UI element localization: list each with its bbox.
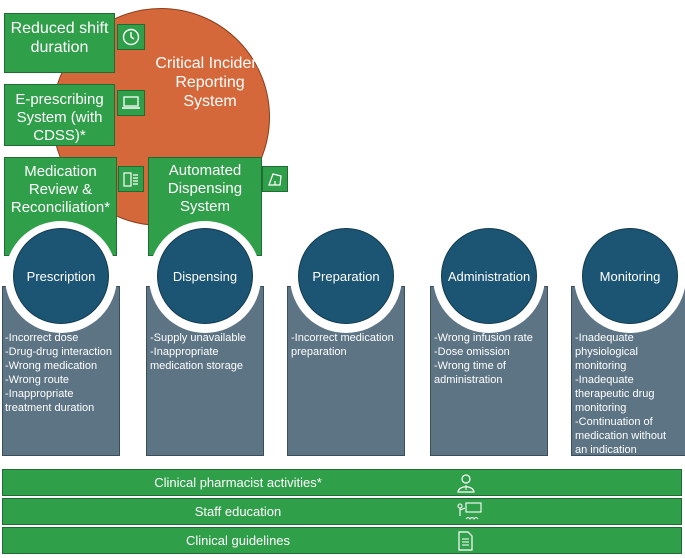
pharmacist-icon bbox=[454, 472, 478, 494]
med-review-label: Medication Review & Reconciliation* bbox=[10, 163, 111, 216]
staff-education-label: Staff education bbox=[194, 504, 282, 519]
reduced-shift-box: Reduced shift duration bbox=[4, 13, 115, 73]
issue-line: -Inadequate bbox=[575, 374, 634, 386]
issue-line: monitoring bbox=[575, 402, 627, 414]
stage-dispensing: Dispensing bbox=[157, 228, 253, 324]
stage-prescription: Prescription bbox=[13, 228, 109, 324]
issue-line: -Inappropriate bbox=[5, 388, 74, 400]
stage-preparation: Preparation bbox=[298, 228, 394, 324]
issue-line: monitoring bbox=[575, 360, 627, 372]
stage-monitoring: Monitoring bbox=[582, 228, 678, 324]
administration-issues: -Wrong infusion rate -Dose omission -Wro… bbox=[434, 331, 548, 387]
issue-line: medication storage bbox=[150, 360, 243, 372]
clock-icon bbox=[117, 24, 145, 50]
eprescribing-label: E-prescribing System (with CDSS)* bbox=[15, 91, 104, 144]
issue-line: preparation bbox=[291, 346, 347, 358]
issue-line: -Wrong infusion rate bbox=[434, 332, 533, 344]
automated-dispensing-label: Automated Dispensing System bbox=[167, 162, 243, 215]
preparation-issues: -Incorrect medication preparation bbox=[291, 331, 405, 359]
issue-line: -Drug-drug interaction bbox=[5, 346, 112, 358]
clipboard-icon bbox=[118, 166, 144, 192]
issue-line: -Incorrect dose bbox=[5, 332, 79, 344]
issue-line: therapeutic drug bbox=[575, 388, 655, 400]
presentation-icon bbox=[454, 501, 484, 523]
issue-line: an indication bbox=[575, 444, 637, 456]
staff-education-bar: Staff education bbox=[2, 498, 682, 525]
issue-line: -Dose omission bbox=[434, 346, 510, 358]
issue-line: -Continuation of bbox=[575, 416, 653, 428]
clinical-guidelines-bar: Clinical guidelines bbox=[2, 527, 682, 554]
issue-line: -Supply unavailable bbox=[150, 332, 247, 344]
laptop-icon bbox=[117, 90, 145, 116]
issue-line: treatment duration bbox=[5, 402, 95, 414]
issue-line: -Inadequate bbox=[575, 332, 634, 344]
issue-line: -Incorrect medication bbox=[291, 332, 394, 344]
stage-administration: Administration bbox=[441, 228, 537, 324]
reduced-shift-label: Reduced shift duration bbox=[10, 20, 109, 56]
issue-line: -Wrong route bbox=[5, 374, 69, 386]
issue-line: -Inappropriate bbox=[150, 346, 219, 358]
issue-line: physiological bbox=[575, 346, 638, 358]
issue-line: -Wrong medication bbox=[5, 360, 98, 372]
clinical-pharmacist-bar: Clinical pharmacist activities* bbox=[2, 469, 682, 496]
issue-line: medication without bbox=[575, 430, 667, 442]
clinical-pharmacist-label: Clinical pharmacist activities* bbox=[154, 475, 322, 490]
issue-line: administration bbox=[434, 374, 503, 386]
incident-reporting-label: Critical Incident Reporting System bbox=[155, 55, 265, 110]
eprescribing-box: E-prescribing System (with CDSS)* bbox=[4, 84, 115, 146]
dispensing-issues: -Supply unavailable -Inappropriate medic… bbox=[150, 331, 264, 373]
clinical-guidelines-label: Clinical guidelines bbox=[185, 533, 291, 548]
prescription-issues: -Incorrect dose -Drug-drug interaction -… bbox=[5, 331, 119, 415]
monitoring-issues: -Inadequate physiological monitoring -In… bbox=[575, 331, 685, 457]
issue-line: -Wrong time of bbox=[434, 360, 506, 372]
document-icon bbox=[454, 530, 478, 552]
dispenser-icon bbox=[262, 166, 288, 192]
